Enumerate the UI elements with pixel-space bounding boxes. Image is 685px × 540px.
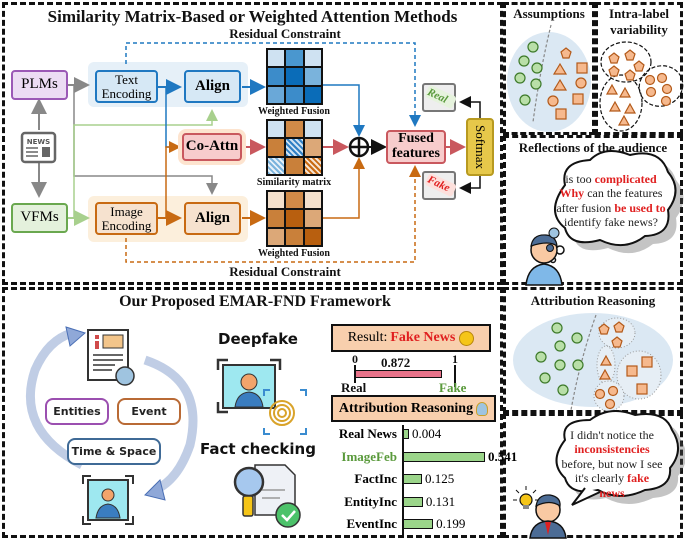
weighted-fusion-matrix-text [266,48,323,105]
panel-assumptions [503,2,595,135]
score-bar [355,370,443,378]
weighted-fusion-matrix-image [266,190,323,247]
text-encoding-box: Text Encoding [95,70,158,103]
weighted-fusion-bottom-label: Weighted Fusion [258,248,330,259]
intra-label-variability-title: Intra-label variability [609,6,669,37]
chip-time-space: Time & Space [67,438,161,465]
bar [403,451,485,462]
section-title-similarity: Similarity Matrix-Based or Weighted Atte… [47,7,458,26]
sad-face-icon [459,330,475,346]
vfms-box: VFMs [11,203,68,233]
image-align-box: Align [184,202,241,235]
attribution-reasoning-title: Attribution Reasoning [530,293,656,308]
lightbulb-icon [476,401,489,416]
score-value: 0.872 [381,355,411,370]
result-value: Fake News [390,330,456,345]
weighted-fusion-top-label: Weighted Fusion [258,106,330,117]
scale-max-label: 1 [452,352,458,366]
residual-constraint-top-label: Residual Constraint [229,26,341,41]
deepfake-icon [216,358,307,435]
chip-entities: Entities [45,398,109,425]
insight-bubble-text: I didn't notice the inconsistencies befo… [561,428,663,500]
fact-checking-label: Fact checking [200,440,316,458]
bar [403,429,409,439]
bar [403,474,422,484]
fake-news-icon [422,171,457,200]
scale-min-label: 0 [352,352,358,366]
framework-title: Our Proposed EMAR-FND Framework [119,293,391,310]
bar-value-label: 0.131 [425,493,456,509]
scale-right-label: Fake [439,380,467,395]
panel-reflections [503,135,683,285]
reflections-bubble-text: is too complicated Why can the features … [556,172,666,230]
residual-constraint-bottom-label: Residual Constraint [229,264,341,279]
plms-box: PLMs [11,70,68,100]
news-document-icon [87,329,135,386]
result-prefix: Result: [347,330,388,345]
deepfake-label: Deepfake [218,330,298,348]
portrait-frame-icon [82,475,134,525]
fused-features-box: Fused features [386,130,446,164]
similarity-matrix-label: Similarity matrix [256,177,332,188]
bar-label: Real News [338,426,397,441]
score-scale: 0 1 0.872 Real Fake [331,352,491,395]
bar-label: EventInc [346,516,397,531]
bar-value-label: 0.125 [424,471,455,486]
real-news-icon [422,83,457,112]
framework-illustration [25,326,307,528]
bar [403,496,423,507]
assumptions-title: Assumptions [513,6,585,21]
softmax-box: Softmax [466,118,494,176]
bar-label: ImageFeb [341,448,397,464]
reflections-title: Reflections of the audience [518,140,668,155]
image-encoding-box: Image Encoding [95,202,158,235]
result-banner: Result: Fake News [331,324,491,352]
chip-event: Event [117,398,181,425]
bar-value-label: 0.004 [412,426,442,441]
panel-similarity-methods [2,2,503,285]
bar [403,519,434,529]
fact-checking-icon [233,464,301,528]
co-attn-box: Co-Attn [182,133,242,161]
bar-value-label: 0.199 [436,516,466,531]
svg-text:NEWS: NEWS [27,138,50,146]
attribution-header: Attribution Reasoning [331,395,496,422]
bar-label: EntityInc [344,493,397,509]
news-icon: NEWS [20,131,57,164]
bar-label: FactInc [354,471,397,486]
similarity-matrix [266,119,323,176]
panel-framework [2,287,503,538]
scale-left-label: Real [341,380,367,395]
bar-value-label: 0.541 [488,448,518,464]
text-align-box: Align [184,70,241,103]
